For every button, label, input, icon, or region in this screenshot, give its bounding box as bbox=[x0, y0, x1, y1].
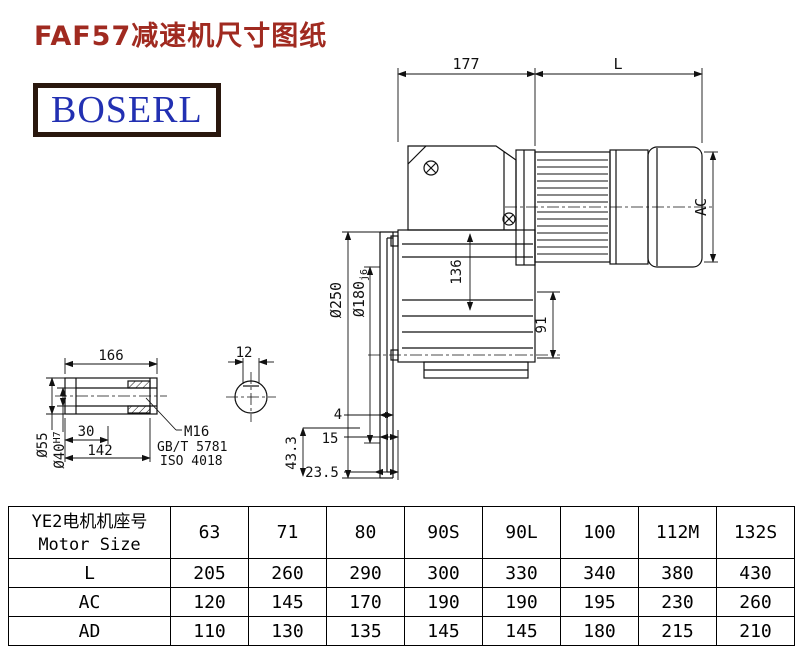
col-header-63: 63 bbox=[170, 506, 249, 559]
cell-AC-90l: 190 bbox=[482, 587, 561, 617]
cell-AC-90s: 190 bbox=[404, 587, 483, 617]
cell-AC-112m: 230 bbox=[638, 587, 717, 617]
table-row-AC: AC 120 145 170 190 190 195 230 260 bbox=[8, 587, 795, 617]
dim-177-label: 177 bbox=[452, 55, 479, 73]
col-header-100: 100 bbox=[560, 506, 639, 559]
cell-AD-90l: 145 bbox=[482, 616, 561, 646]
dim-142-label: 142 bbox=[87, 443, 112, 459]
cell-AD-71: 130 bbox=[248, 616, 327, 646]
cell-AC-63: 120 bbox=[170, 587, 249, 617]
dim-12-label: 12 bbox=[236, 345, 253, 361]
dimensions-shaft bbox=[46, 358, 274, 462]
cell-L-112m: 380 bbox=[638, 558, 717, 588]
table-row-L: L 205 260 290 300 330 340 380 430 bbox=[8, 558, 795, 588]
cell-L-90l: 330 bbox=[482, 558, 561, 588]
cell-AC-132s: 260 bbox=[716, 587, 795, 617]
dim-166-label: 166 bbox=[98, 348, 123, 364]
cell-AC-71: 145 bbox=[248, 587, 327, 617]
row-label-L: L bbox=[8, 558, 171, 588]
cell-AC-100: 195 bbox=[560, 587, 639, 617]
dim-4-label: 4 bbox=[334, 407, 342, 423]
motor-size-table: YE2电机机座号 Motor Size 63 71 80 90S 90L 100… bbox=[8, 506, 795, 646]
cell-L-80: 290 bbox=[326, 558, 405, 588]
motor-fins bbox=[537, 159, 608, 255]
col-header-132s: 132S bbox=[716, 506, 795, 559]
dim-15-label: 15 bbox=[322, 431, 339, 447]
hollow-shaft-detail bbox=[64, 377, 158, 415]
dim-AC-label: AC bbox=[692, 198, 710, 216]
col-header-112m: 112M bbox=[638, 506, 717, 559]
dim-55-label: Ø55 bbox=[35, 432, 51, 457]
col-header-80: 80 bbox=[326, 506, 405, 559]
col-header-71: 71 bbox=[248, 506, 327, 559]
table-header-row: YE2电机机座号 Motor Size 63 71 80 90S 90L 100… bbox=[8, 506, 795, 559]
cell-AD-112m: 215 bbox=[638, 616, 717, 646]
row-label-AC: AC bbox=[8, 587, 171, 617]
col-header-90s: 90S bbox=[404, 506, 483, 559]
cell-AD-100: 180 bbox=[560, 616, 639, 646]
cell-L-100: 340 bbox=[560, 558, 639, 588]
dim-43-3-label: 43.3 bbox=[284, 436, 300, 470]
dim-40-label: Ø40H7 bbox=[52, 431, 68, 468]
dim-180-label: Ø180j6 bbox=[350, 269, 370, 317]
row-label-AD: AD bbox=[8, 616, 171, 646]
dim-136-label: 136 bbox=[449, 259, 465, 284]
label-m16: M16 bbox=[184, 424, 209, 440]
cell-L-90s: 300 bbox=[404, 558, 483, 588]
cell-AD-90s: 145 bbox=[404, 616, 483, 646]
dim-30-label: 30 bbox=[78, 424, 95, 440]
cell-AD-80: 135 bbox=[326, 616, 405, 646]
page-title: FAF57减速机尺寸图纸 bbox=[34, 21, 328, 52]
dim-91-label: 91 bbox=[534, 317, 550, 334]
boserl-logo: BOSERL bbox=[33, 83, 221, 137]
logo-text: BOSERL bbox=[51, 89, 203, 131]
table-header-cn: YE2电机机座号 bbox=[31, 511, 148, 532]
table-corner-cell: YE2电机机座号 Motor Size bbox=[8, 506, 171, 559]
cell-AC-80: 170 bbox=[326, 587, 405, 617]
col-header-90l: 90L bbox=[482, 506, 561, 559]
dim-250-label: Ø250 bbox=[327, 282, 345, 318]
centerlines bbox=[55, 206, 714, 422]
cell-L-63: 205 bbox=[170, 558, 249, 588]
cell-L-132s: 430 bbox=[716, 558, 795, 588]
cell-AD-132s: 210 bbox=[716, 616, 795, 646]
table-row-AD: AD 110 130 135 145 145 180 215 210 bbox=[8, 616, 795, 646]
label-gbt-5781: GB/T 5781 bbox=[157, 440, 227, 455]
dimensions-main bbox=[299, 68, 718, 480]
cell-L-71: 260 bbox=[248, 558, 327, 588]
table-header-en: Motor Size bbox=[38, 534, 141, 555]
dim-L-label: L bbox=[613, 55, 622, 73]
dim-23-5-label: 23.5 bbox=[305, 465, 339, 481]
dimension-labels: 177 L AC 136 91 Ø250 Ø180j6 4 15 23.5 43… bbox=[35, 55, 710, 481]
cell-AD-63: 110 bbox=[170, 616, 249, 646]
bore-end-view bbox=[234, 380, 268, 414]
label-iso-4018: ISO 4018 bbox=[160, 454, 223, 469]
